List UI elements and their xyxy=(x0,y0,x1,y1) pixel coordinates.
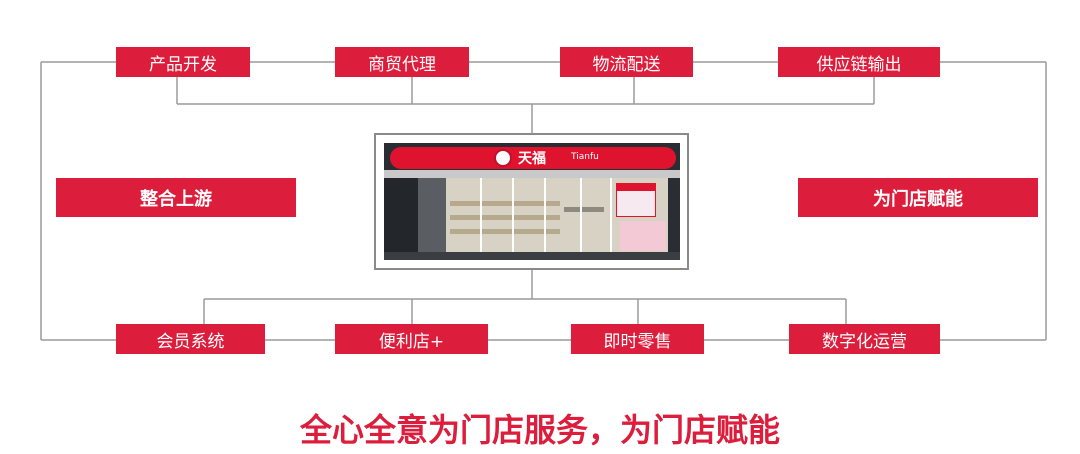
box-digital-operation: 数字化运营 xyxy=(789,324,940,354)
window-frame xyxy=(512,178,514,252)
brand-logo-icon xyxy=(494,149,512,167)
shelf xyxy=(450,201,560,206)
box-supply-chain-output: 供应链输出 xyxy=(778,47,940,77)
window-frame xyxy=(544,178,546,252)
box-membership-system: 会员系统 xyxy=(116,324,265,354)
shelf xyxy=(450,215,560,220)
box-instant-retail: 即时零售 xyxy=(571,324,704,354)
window-frame xyxy=(610,178,612,252)
store-sign-cn: 天福 xyxy=(518,151,546,167)
store-sign: 天福 Tianfu xyxy=(390,147,676,169)
canopy xyxy=(384,170,680,178)
label-empower-stores: 为门店赋能 xyxy=(798,178,1038,217)
slogan: 全心全意为门店服务，为门店赋能 xyxy=(299,411,780,449)
box-logistics: 物流配送 xyxy=(560,47,693,77)
label-integrate-upstream: 整合上游 xyxy=(56,178,296,217)
storefront-image: 天福 Tianfu xyxy=(384,143,680,260)
promo-poster xyxy=(616,183,656,217)
box-trade-agency: 商贸代理 xyxy=(335,47,469,77)
shelf xyxy=(450,229,560,234)
street-background xyxy=(384,178,418,252)
store-sign-en: Tianfu xyxy=(571,152,599,162)
sidewalk xyxy=(384,252,680,260)
counter xyxy=(564,207,604,212)
promo-panel xyxy=(620,221,666,251)
window-frame xyxy=(480,178,482,252)
window-frame xyxy=(580,178,582,252)
stone-wall xyxy=(418,178,446,252)
box-product-development: 产品开发 xyxy=(116,47,250,77)
box-convenience-store-plus: 便利店+ xyxy=(335,324,488,354)
store-photo: 天福 Tianfu xyxy=(374,133,689,270)
